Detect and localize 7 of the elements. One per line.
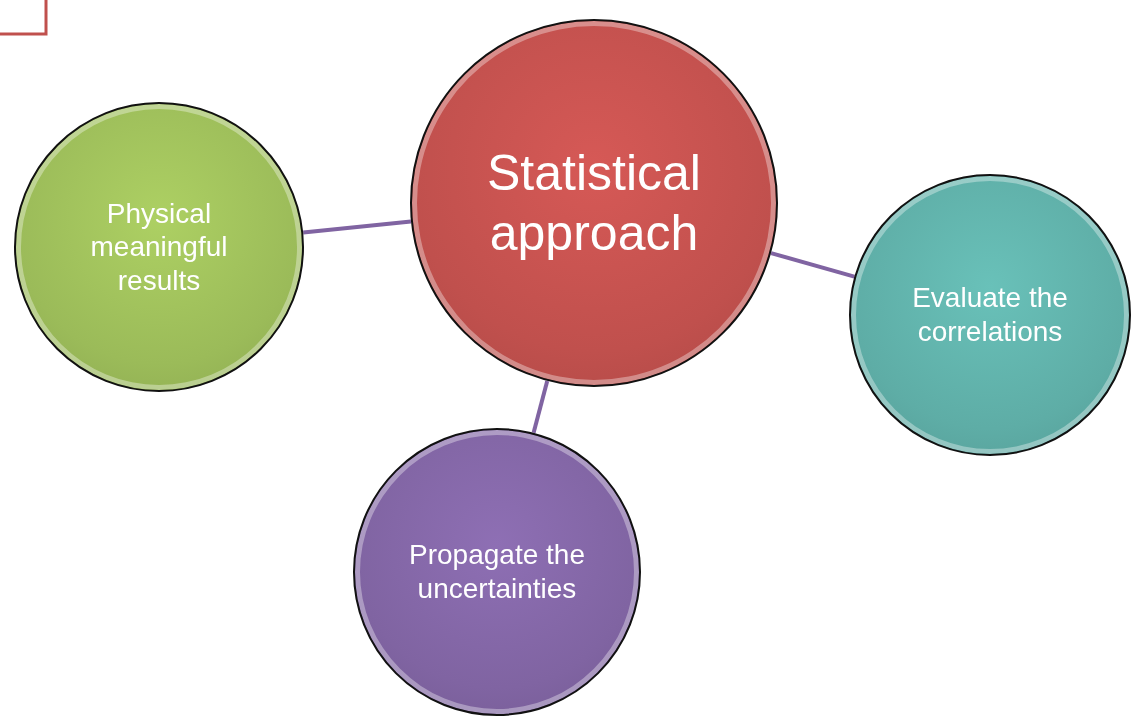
node-label: Statistical approach: [486, 144, 702, 263]
connector-line: [770, 251, 855, 279]
connector-line: [531, 380, 550, 434]
node-label: Physical meaningful results: [89, 196, 229, 298]
node-label: Evaluate the correlations: [911, 281, 1069, 349]
connector-line: [303, 219, 412, 235]
node-label: Propagate the uncertainties: [408, 538, 586, 606]
